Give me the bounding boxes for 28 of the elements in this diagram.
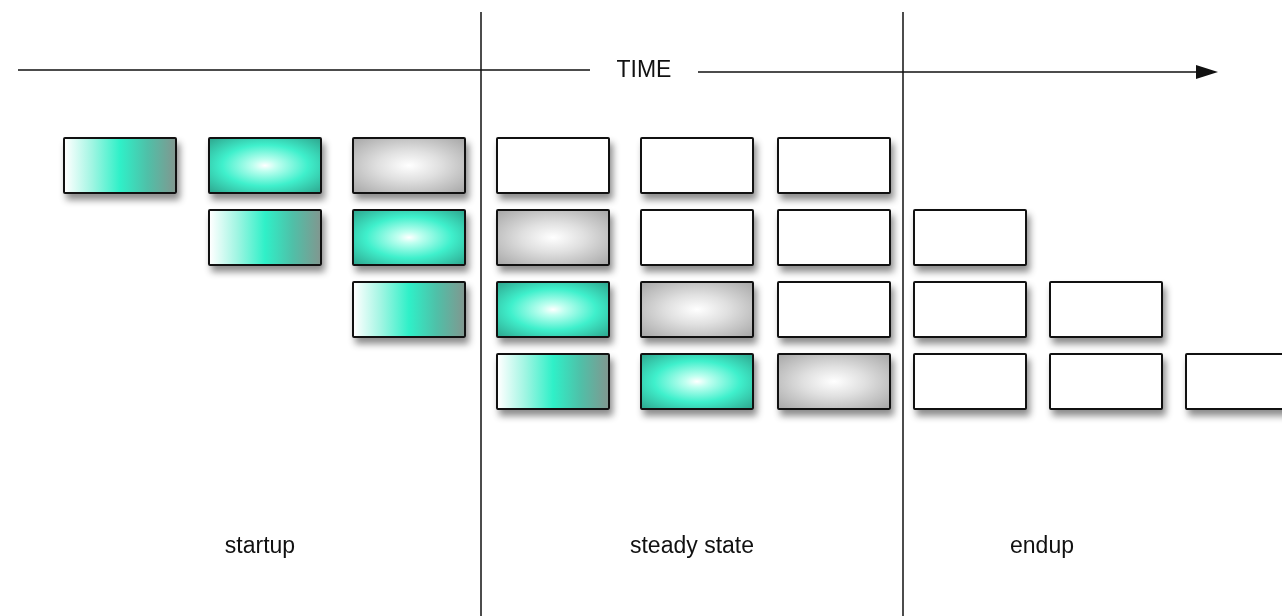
stage-box: [1185, 353, 1282, 410]
stage-box: [496, 209, 610, 266]
stage-box: [352, 281, 466, 338]
phase-label: startup: [224, 534, 296, 557]
stage-box: [208, 137, 322, 194]
stage-box: [208, 209, 322, 266]
stage-box: [777, 353, 891, 410]
stage-box: [640, 281, 754, 338]
stage-box: [63, 137, 177, 194]
phase-label: endup: [1010, 534, 1074, 557]
stage-box: [496, 353, 610, 410]
stage-box: [913, 209, 1027, 266]
axis-label: TIME: [616, 58, 672, 81]
stage-box: [777, 137, 891, 194]
stage-box: [352, 137, 466, 194]
stage-box: [640, 137, 754, 194]
stage-box: [1049, 353, 1163, 410]
stage-box: [1049, 281, 1163, 338]
stage-box: [777, 209, 891, 266]
stage-box: [777, 281, 891, 338]
stage-box: [913, 353, 1027, 410]
stage-box: [640, 353, 754, 410]
stage-box: [496, 137, 610, 194]
stage-box: [496, 281, 610, 338]
phase-label: steady state: [630, 534, 754, 557]
stage-box: [640, 209, 754, 266]
stage-box: [352, 209, 466, 266]
stage-box: [913, 281, 1027, 338]
